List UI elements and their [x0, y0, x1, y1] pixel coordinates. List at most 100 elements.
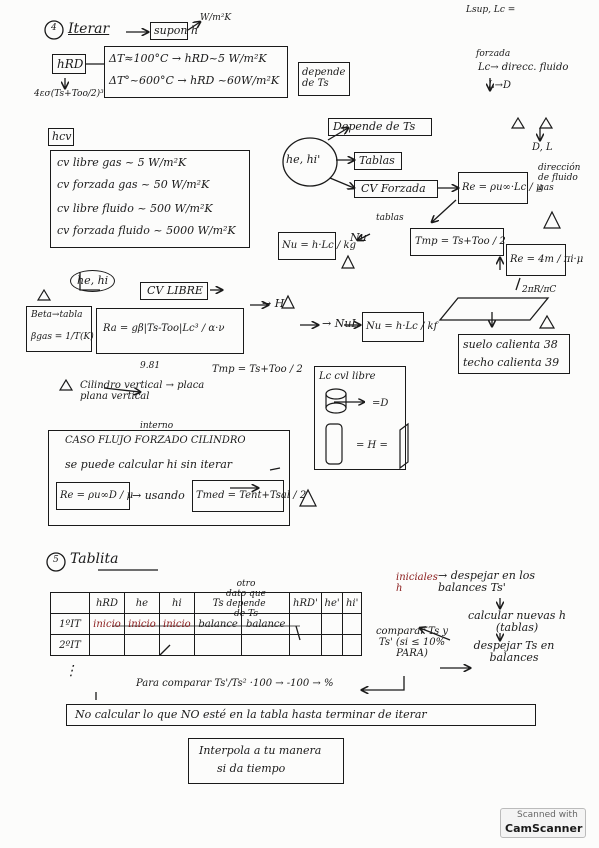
- cv-libre-fluido: cv libre fluido ~ 500 W/m²K: [57, 202, 213, 215]
- cv-forzada-box: CV Forzada: [354, 180, 438, 198]
- interpola-line-2: si da tiempo: [217, 762, 286, 775]
- cv-forzada-text: CV Forzada: [361, 182, 426, 195]
- table-cell: balance: [241, 613, 290, 635]
- row-label: 1ºIT: [50, 613, 90, 635]
- beta-gas: βgas = 1/T(K): [31, 332, 94, 342]
- hrad-box: hRD: [52, 54, 86, 74]
- cv-libre-box: CV LIBRE: [140, 282, 208, 300]
- se-puede-text: se puede calcular hi sin iterar: [65, 458, 233, 471]
- re-box: Re = ρu∞·Lc / μ: [458, 172, 542, 204]
- header-cell: hRD: [89, 592, 125, 614]
- table-cell: inicio: [89, 613, 125, 635]
- table-row: 2ºIT: [50, 634, 362, 656]
- cv-libre-text: CV LIBRE: [147, 284, 203, 297]
- despejar-note: → despejar en los balances Ts': [438, 569, 536, 595]
- depende-ts-box: Depende de Ts: [328, 118, 432, 136]
- table-cell: [320, 613, 344, 635]
- table-cell: balance: [193, 613, 243, 635]
- hcv-values-box: cv libre gas ~ 5 W/m²K cv forzada gas ~ …: [50, 150, 250, 248]
- depende-text: depende de Ts: [302, 67, 346, 89]
- ra-box: Ra = gβ|Ts-Too|Lc³ / α·ν: [96, 308, 244, 354]
- header-cell: he: [123, 592, 160, 614]
- direccion-fluido: dirección de fluido gas: [538, 163, 581, 193]
- tablas-box: Tablas: [354, 152, 402, 170]
- delta-t-100: ΔT≈100°C → hRD~5 W/m²K: [109, 52, 267, 65]
- table-cell: [342, 613, 362, 635]
- gravity-label: 9.81: [140, 361, 161, 371]
- table-cell: inicio: [123, 613, 160, 635]
- header-cell: [50, 592, 90, 614]
- table-cell: [241, 634, 290, 656]
- lc-cvl-text: Lc cvl libre: [319, 371, 376, 382]
- depende-ts-text: Depende de Ts: [333, 120, 416, 133]
- supon-unit: W/m²K: [200, 13, 232, 23]
- header-cell: hi': [342, 592, 362, 614]
- no-calcular-text: No calcular lo que NO esté en la tabla h…: [75, 708, 427, 721]
- scanner-watermark: Scanned with CamScanner: [500, 808, 586, 838]
- re-mass-formula: Re = 4m / πi·μ: [510, 254, 584, 265]
- depende-box: depende de Ts: [298, 62, 350, 96]
- forzada-lc: Lc→ direcc. fluido: [478, 62, 569, 73]
- table-cell: [123, 634, 160, 656]
- usando-label: → usando: [132, 489, 185, 502]
- caso-title: CASO FLUJO FORZADO CILINDRO: [65, 435, 246, 446]
- warning-icons: [36, 116, 561, 507]
- he-hi-label: he, hi': [286, 153, 321, 166]
- cilindro-note: Cilindro vertical → placa plana vertical: [80, 380, 205, 402]
- cv-forzada-fluido: cv forzada fluido ~ 5000 W/m²K: [57, 224, 236, 237]
- he-hi-oval-2: he, hi: [70, 270, 116, 293]
- cylinder-h: = H =: [356, 440, 388, 451]
- techo-text: techo calienta 39: [463, 356, 560, 369]
- iniciales-note: iniciales h: [396, 572, 438, 594]
- tmp-2-formula: Tmp = Ts+Too / 2: [212, 364, 303, 375]
- top-right-note: Lsup, Lc =: [466, 5, 516, 15]
- header-cell: hi: [158, 592, 195, 614]
- suelo-text: suelo calienta 38: [463, 338, 558, 351]
- nu-box: Nu = h·Lc / kg: [278, 232, 356, 260]
- forzada-d: L→D: [488, 80, 512, 91]
- table-header-row: hRD he hi Ts hRD' he' hi': [50, 592, 362, 614]
- table-cell: inicio: [158, 613, 195, 635]
- interpola-line-1: Interpola a tu manera: [199, 744, 322, 757]
- nu-2-formula: Nu = h·Lc / kf: [366, 321, 438, 332]
- hcv-text: hcv: [52, 130, 72, 143]
- delta-t-box: ΔT≈100°C → hRD~5 W/m²K ΔT°~600°C → hRD ~…: [104, 46, 288, 98]
- header-cell: [241, 592, 290, 614]
- re-3-formula: Re = ρu∞D / μ: [60, 490, 134, 501]
- tmp-box: Tmp = Ts+Too / 2: [410, 228, 506, 256]
- beta-box: Beta→tabla βgas = 1/T(K): [26, 306, 94, 352]
- forzada-label: forzada: [476, 49, 511, 59]
- no-calcular-box: No calcular lo que NO esté en la tabla h…: [66, 704, 536, 726]
- hrad-text: hRD: [57, 57, 84, 71]
- lc-cvl-box: Lc cvl libre: [314, 366, 406, 470]
- comparar-note: comparar Ts y Ts' (si ≤ 10% PARA): [375, 626, 449, 659]
- section-5-number: 5: [53, 555, 59, 565]
- d-l-label: D, L: [532, 142, 553, 153]
- tmed-formula: Tmed = Tent+Tsal / 2: [196, 490, 307, 501]
- cv-forzada-gas: cv forzada gas ~ 50 W/m²K: [57, 178, 210, 191]
- suelo-techo-box: suelo calienta 38 techo calienta 39: [458, 334, 570, 374]
- supon-text: supon h: [154, 24, 199, 37]
- caso-box: CASO FLUJO FORZADO CILINDRO se puede cal…: [48, 430, 290, 526]
- calcular-note: calcular nuevas h (tablas): [468, 609, 566, 635]
- table-cell: [89, 634, 125, 656]
- section-4-title: Iterar: [68, 21, 110, 37]
- header-cell: Ts: [193, 592, 243, 614]
- interno-label: interno: [140, 421, 174, 431]
- nu-label: Nu: [350, 231, 367, 244]
- he-hi-oval: [282, 137, 338, 187]
- despejar-2-note: despejar Ts en balances: [473, 639, 555, 665]
- tablas-text: Tablas: [359, 154, 395, 167]
- section-4-number: 4: [51, 23, 57, 33]
- ra-formula: Ra = gβ|Ts-Too|Lc³ / α·ν: [103, 323, 225, 334]
- table-cell: [289, 634, 322, 656]
- re-3-box: Re = ρu∞D / μ: [56, 482, 134, 510]
- table-cell: [158, 634, 195, 656]
- delta-t-600: ΔT°~600°C → hRD ~60W/m²K: [109, 74, 280, 87]
- cv-libre-gas: cv libre gas ~ 5 W/m²K: [57, 156, 187, 169]
- tmp-formula: Tmp = Ts+Too / 2: [415, 236, 506, 247]
- watermark-line-2: CamScanner: [505, 822, 583, 835]
- header-cell: he': [320, 592, 344, 614]
